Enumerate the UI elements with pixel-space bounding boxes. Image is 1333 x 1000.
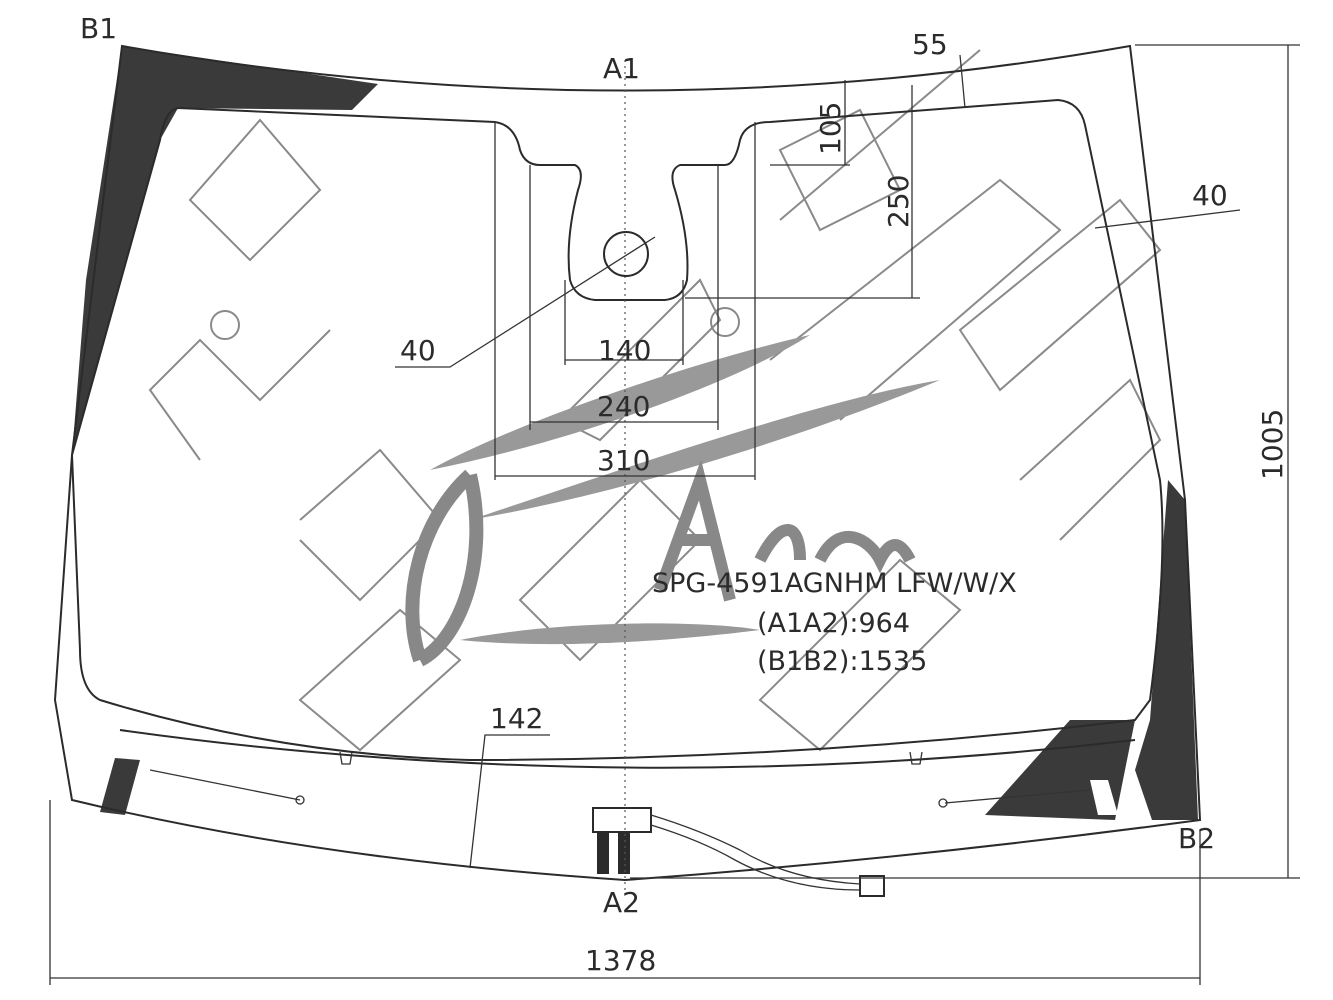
glass-outline [53, 44, 1202, 882]
dim-top-band: 55 [912, 28, 948, 61]
frit-bottom-right-2 [1090, 780, 1118, 815]
frit-top-left [72, 46, 378, 455]
point-b1-label: B1 [80, 12, 117, 45]
dim-side-band: 40 [1192, 179, 1228, 212]
wire-end-left [295, 795, 305, 805]
wire-end-right [938, 798, 948, 808]
dim-sensor-top: 105 [814, 102, 847, 155]
dim-circle-diameter: 40 [400, 334, 436, 367]
print-inner-edge [70, 98, 1164, 762]
sensor-circle [603, 231, 649, 277]
dim-bottom-band: 142 [490, 702, 543, 735]
connector [592, 807, 885, 897]
watermark-pattern [148, 49, 1162, 752]
point-a1-label: A1 [603, 52, 640, 85]
dim-sensor-height: 250 [882, 175, 915, 228]
part-b1b2: (B1B2):1535 [757, 646, 927, 677]
dim-overall-width: 1378 [585, 944, 656, 977]
dim-width-240: 240 [597, 390, 650, 423]
dim-width-310: 310 [597, 444, 650, 477]
dim-overall-height: 1005 [1256, 409, 1289, 480]
dim-width-140: 140 [598, 334, 651, 367]
point-b2-label: B2 [1178, 822, 1215, 855]
part-code: SPG-4591AGNHM LFW/W/X [652, 568, 1017, 599]
point-a2-label: A2 [603, 886, 640, 919]
part-a1a2: (A1A2):964 [757, 608, 910, 639]
frit-right [1135, 480, 1198, 820]
frit-bottom-left [100, 758, 140, 815]
